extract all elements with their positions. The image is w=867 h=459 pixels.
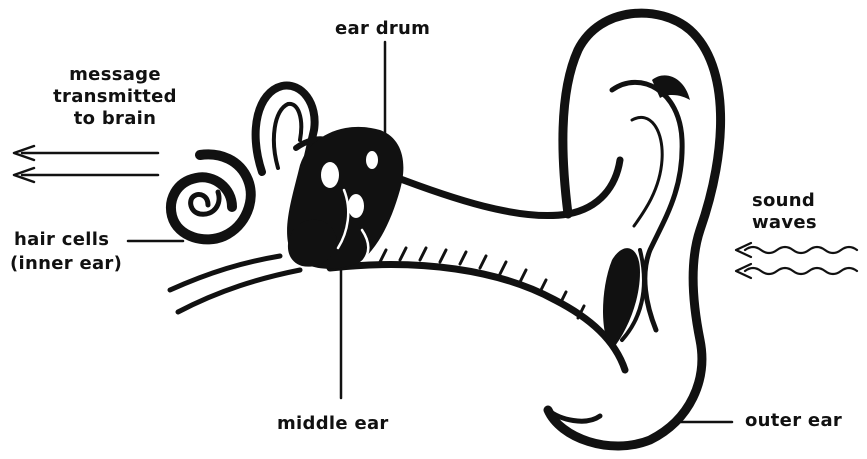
message-label-line2: transmitted xyxy=(40,86,190,107)
sound-wave-arrows xyxy=(736,243,857,278)
middle-ear-label: middle ear xyxy=(277,413,389,434)
hair-cells-label-line2: (inner ear) xyxy=(10,253,122,274)
eustachian-tube xyxy=(170,256,300,312)
hair-cells-label-line1: hair cells xyxy=(14,229,109,250)
outer-ear-label: outer ear xyxy=(745,410,842,431)
message-label-line3: to brain xyxy=(40,108,190,129)
ear-drum-label: ear drum xyxy=(335,18,430,39)
cochlea xyxy=(171,154,251,239)
sound-label-line2: waves xyxy=(752,212,817,233)
outer-ear-pinna xyxy=(548,13,721,446)
sound-label-line1: sound xyxy=(752,190,815,211)
message-label-line1: message xyxy=(40,64,190,85)
message-arrows xyxy=(14,146,158,182)
